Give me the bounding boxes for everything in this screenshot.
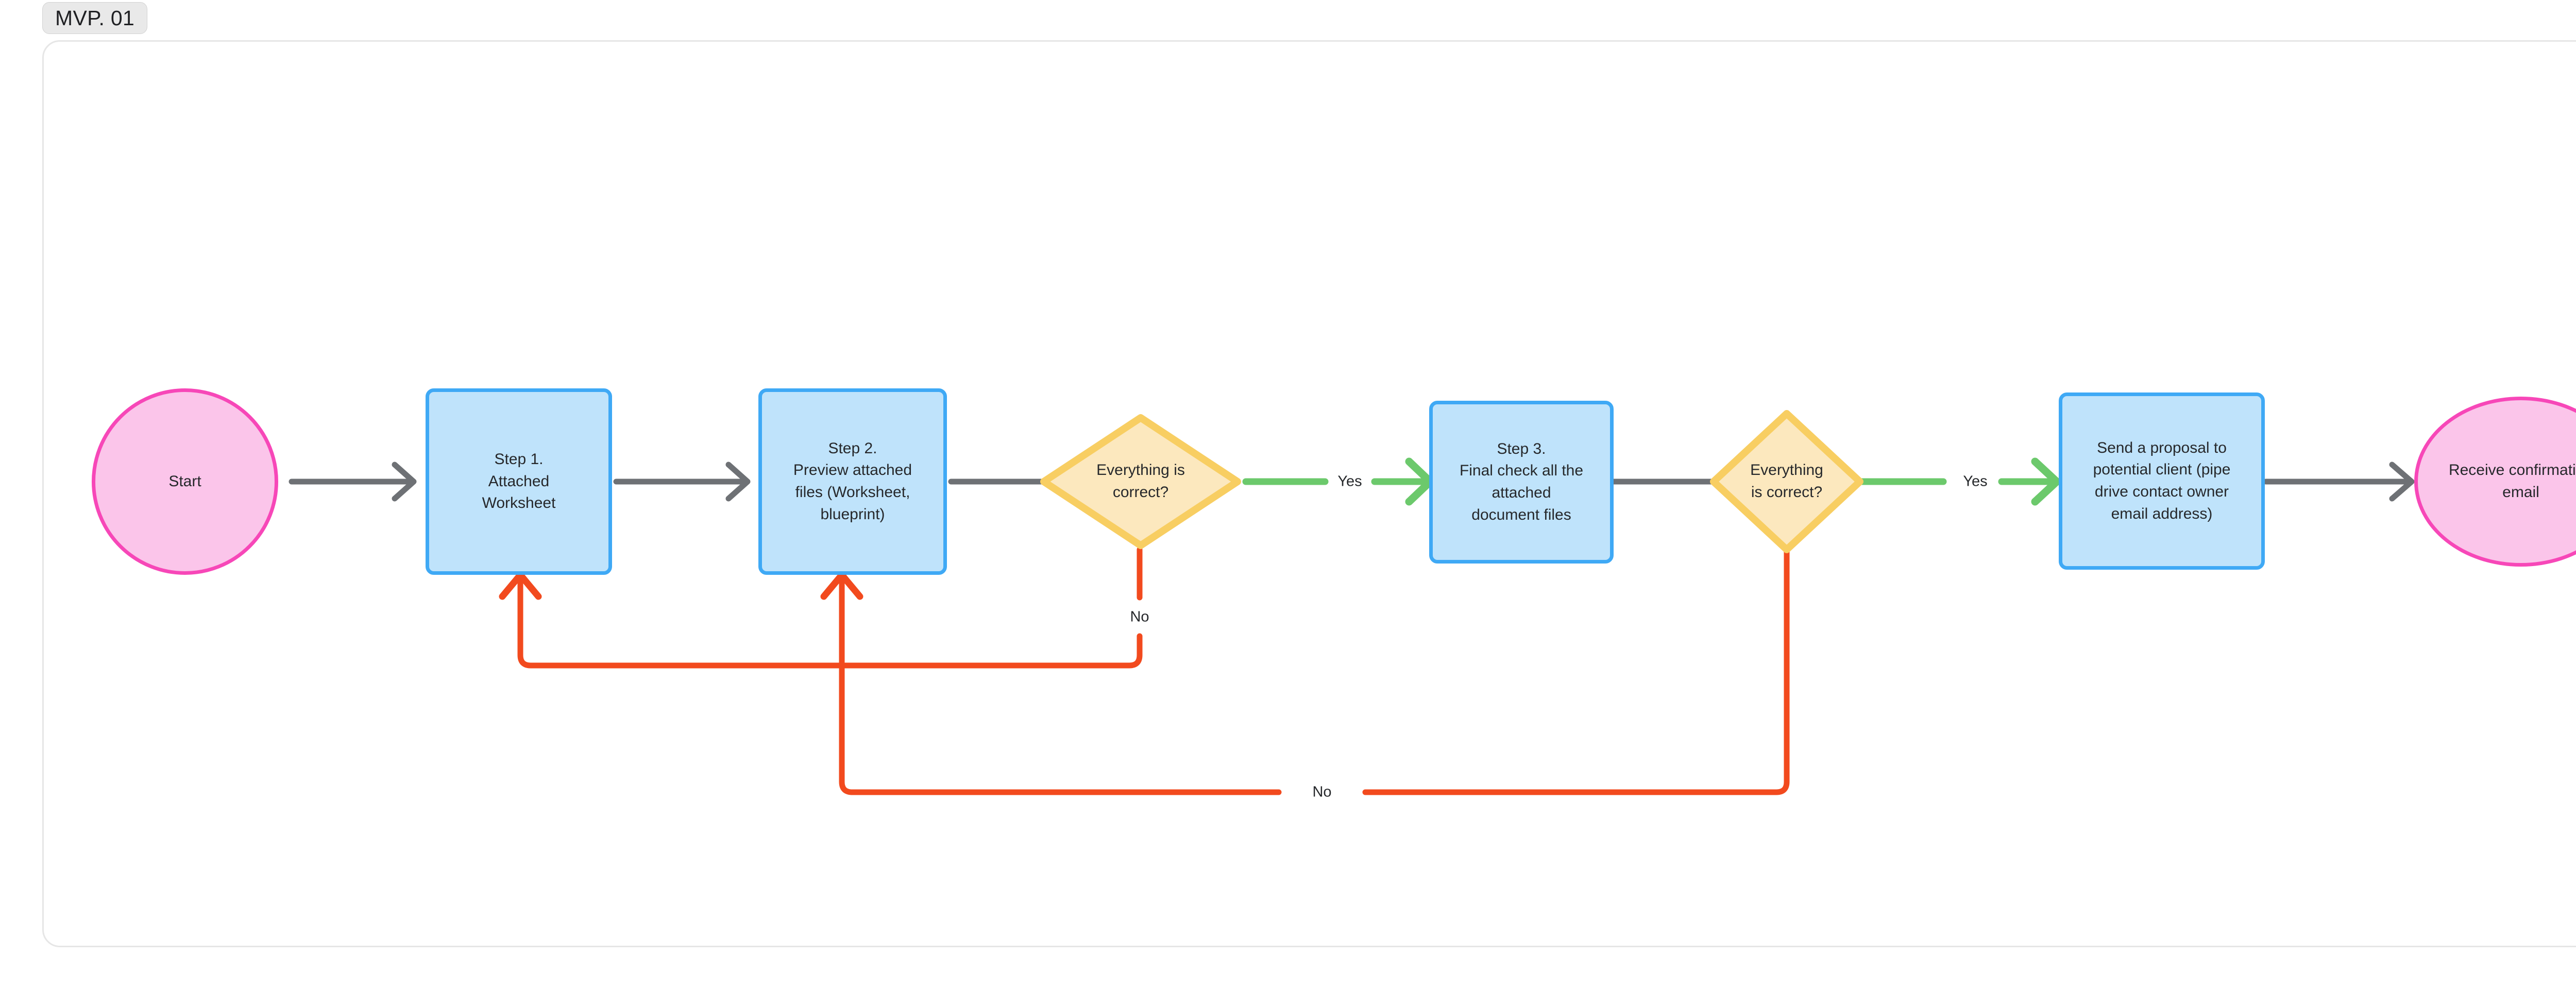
node-step2-label: Step 2. Preview attached files (Workshee…: [793, 439, 912, 523]
node-receive-confirmation-label: Receive confirmation email: [2448, 462, 2576, 501]
node-decision2-label: Everything is correct?: [1750, 462, 1823, 501]
node-start-label: Start: [168, 472, 201, 490]
edge-label-no-2: No: [1308, 784, 1336, 800]
diamond-shape-icon: [1040, 414, 1241, 549]
edge-label-yes-1: Yes: [1333, 474, 1366, 489]
page-title-badge[interactable]: MVP. 01: [42, 2, 148, 34]
node-send-proposal[interactable]: Send a proposal to potential client (pip…: [2059, 392, 2265, 570]
node-step3[interactable]: Step 3. Final check all the attached doc…: [1429, 401, 1614, 564]
node-start[interactable]: Start: [92, 388, 278, 575]
node-step2[interactable]: Step 2. Preview attached files (Workshee…: [758, 388, 947, 575]
node-decision1[interactable]: Everything is correct?: [1040, 414, 1242, 550]
node-step3-label: Step 3. Final check all the attached doc…: [1459, 440, 1584, 523]
node-send-proposal-label: Send a proposal to potential client (pip…: [2093, 439, 2231, 522]
node-step1-label: Step 1. Attached Worksheet: [482, 451, 556, 512]
page-title: MVP. 01: [55, 6, 135, 30]
diamond-shape-icon: [1710, 410, 1863, 553]
node-step1[interactable]: Step 1. Attached Worksheet: [426, 388, 612, 575]
edge-label-no-1: No: [1126, 609, 1154, 625]
node-decision2[interactable]: Everything is correct?: [1709, 409, 1864, 554]
node-receive-confirmation[interactable]: Receive confirmation email: [2414, 397, 2576, 567]
node-decision1-label: Everything is correct?: [1096, 462, 1185, 501]
edge-label-yes-2: Yes: [1959, 474, 1992, 489]
